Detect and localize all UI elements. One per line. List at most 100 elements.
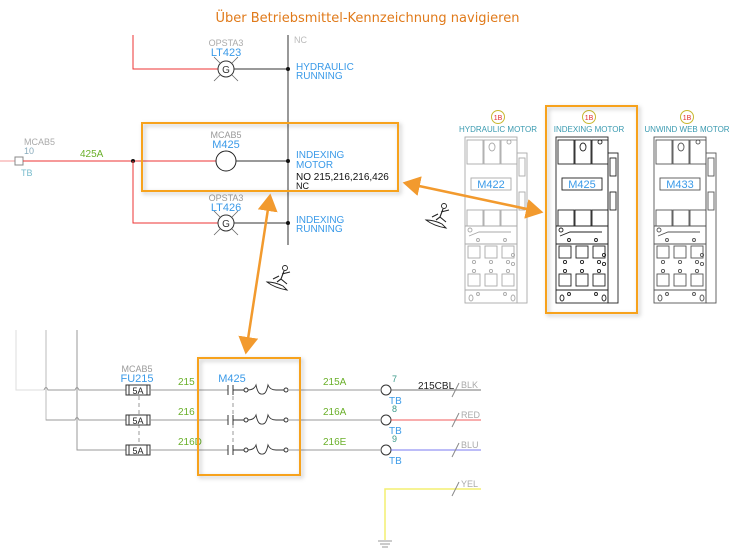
terminal-label: TB — [389, 456, 402, 467]
starter-tag-box — [659, 177, 701, 191]
contact-overload[interactable] — [227, 413, 289, 425]
starter-tag[interactable]: M425 — [568, 179, 596, 191]
conductor-yel: YEL — [461, 479, 478, 489]
contact-overload[interactable] — [227, 383, 289, 395]
reference-bubble — [680, 110, 694, 124]
terminal-number: 8 — [392, 404, 397, 414]
lt426-desc-2: RUNNING — [296, 224, 343, 235]
lt426-desc-1: INDEXING — [296, 215, 345, 226]
starter-tag[interactable]: M422 — [477, 179, 505, 191]
lt426-location: OPSTA3 — [209, 193, 244, 203]
lt423-tag[interactable]: LT423 — [211, 47, 241, 59]
conductor-color: BLU — [461, 440, 479, 450]
m425-nc-label: NC — [296, 181, 309, 191]
conductor-color: BLK — [461, 380, 478, 390]
terminal-10[interactable] — [14, 156, 24, 166]
lt423-location: OPSTA3 — [209, 38, 244, 48]
terminal-label: TB — [389, 426, 402, 437]
lt423-desc-1: HYDRAULIC — [296, 62, 354, 73]
pilot-light-glyph: G — [222, 219, 230, 230]
page-title: Über Betriebsmittel-Kennzeichnung navigi… — [215, 11, 520, 26]
contact-group — [227, 383, 289, 455]
wire-number-out: 215A — [323, 377, 347, 388]
wire-number-in: 216 — [178, 407, 195, 418]
fuse-tag[interactable]: FU215 — [120, 373, 153, 385]
starter-body-outline — [555, 136, 619, 304]
motor-starter-m433[interactable]: 1B UNWIND WEB MOTOR M433 — [644, 110, 730, 304]
wire-labels-in: 215 216 216D — [150, 377, 228, 451]
motor-starter-m422[interactable]: 1B HYDRAULIC MOTOR M422 — [459, 110, 537, 304]
reference-label: 1B — [585, 115, 594, 122]
fuse-rating: 5A — [132, 416, 143, 426]
motor-starter-m425[interactable]: 1B INDEXING MOTOR M425 — [554, 110, 625, 304]
fuse[interactable]: 5A — [125, 444, 151, 456]
m425-coil-tag[interactable]: M425 — [212, 139, 240, 151]
fuse-group: 5A 5A 5A — [125, 384, 151, 456]
junction-dot — [286, 221, 290, 225]
terminal-number: 7 — [392, 374, 397, 384]
terminal-10-location: MCAB5 — [24, 137, 55, 147]
starter-label: UNWIND WEB MOTOR — [644, 125, 729, 134]
red-wire-rung-1 — [132, 35, 218, 70]
navigation-arrows — [238, 176, 544, 355]
top-schematic: NC G OPSTA3 LT423 HYDRAULIC RUNNING MCAB… — [0, 35, 399, 245]
starter-body-outline — [464, 136, 528, 304]
m425-desc-2: MOTOR — [296, 160, 333, 171]
lt426-tag[interactable]: LT426 — [211, 202, 241, 214]
terminal-number: 9 — [392, 434, 397, 444]
terminal-10-label: TB — [21, 168, 33, 178]
pilot-light-lt426[interactable]: G — [213, 210, 239, 236]
feeder-line-2-b — [45, 330, 74, 421]
panel-layout: 1B HYDRAULIC MOTOR M422 1B INDEXING MOTOR M42… — [459, 105, 730, 314]
contact-overload[interactable] — [227, 443, 289, 455]
bottom-schematic: MCAB5 FU215 5A 5A 5A 215 216 216D M425 215A 7… — [15, 330, 481, 548]
highlight-box-contacts — [197, 357, 301, 476]
fuse-location: MCAB5 — [121, 364, 152, 374]
pilot-light-glyph: G — [222, 65, 230, 76]
contact-tag-m425[interactable]: M425 — [218, 373, 246, 385]
starter-label: HYDRAULIC MOTOR — [459, 125, 537, 134]
ground-icon — [378, 540, 392, 548]
lt423-desc-2: RUNNING — [296, 71, 343, 82]
conductor-color: RED — [461, 410, 481, 420]
m425-no-cross-refs[interactable]: NO 215,216,216,426 — [296, 172, 389, 183]
conductor-slash — [451, 442, 460, 458]
wire-number-in: 215 — [178, 377, 195, 388]
highlight-box-coil — [141, 122, 399, 192]
highlight-box-panel — [545, 105, 638, 314]
reference-label: 1B — [494, 115, 503, 122]
m425-desc-1: INDEXING — [296, 150, 345, 161]
conductor-slash — [451, 412, 460, 428]
motor-coil-m425[interactable] — [215, 150, 237, 172]
wire-number-in: 216D — [178, 437, 202, 448]
cable-label: 215CBL — [418, 381, 455, 392]
nav-arrow-schematic-to-contacts[interactable] — [238, 193, 278, 355]
terminal-9[interactable]: 9TB — [380, 434, 402, 467]
fuse-rating: 5A — [132, 386, 143, 396]
fuse[interactable]: 5A — [125, 384, 151, 396]
terminal-10-number: 10 — [24, 146, 34, 156]
wire-number-out: 216E — [323, 437, 347, 448]
conductor-slash — [451, 382, 460, 398]
reference-label: 1B — [683, 115, 692, 122]
starter-label: INDEXING MOTOR — [554, 125, 625, 134]
rung-215 — [43, 387, 126, 391]
feeder-line-1 — [15, 330, 44, 391]
fuse[interactable]: 5A — [125, 414, 151, 426]
fuse-rating: 5A — [132, 446, 143, 456]
terminal-label: TB — [389, 396, 402, 407]
wire-number-425a: 425A — [80, 149, 104, 160]
junction-dot — [286, 67, 290, 71]
m425-location: MCAB5 — [210, 130, 241, 140]
surfer-cursor-icon — [265, 265, 291, 291]
nav-arrow-schematic-to-panel[interactable] — [402, 176, 544, 219]
yel-slash — [451, 481, 460, 497]
nc-label-top: NC — [294, 35, 307, 45]
reference-bubble — [491, 110, 505, 124]
starter-tag[interactable]: M433 — [666, 179, 694, 191]
yellow-ground-wire — [384, 488, 481, 540]
pilot-light-lt423[interactable]: G — [213, 56, 239, 82]
wire-number-out: 216A — [323, 407, 347, 418]
